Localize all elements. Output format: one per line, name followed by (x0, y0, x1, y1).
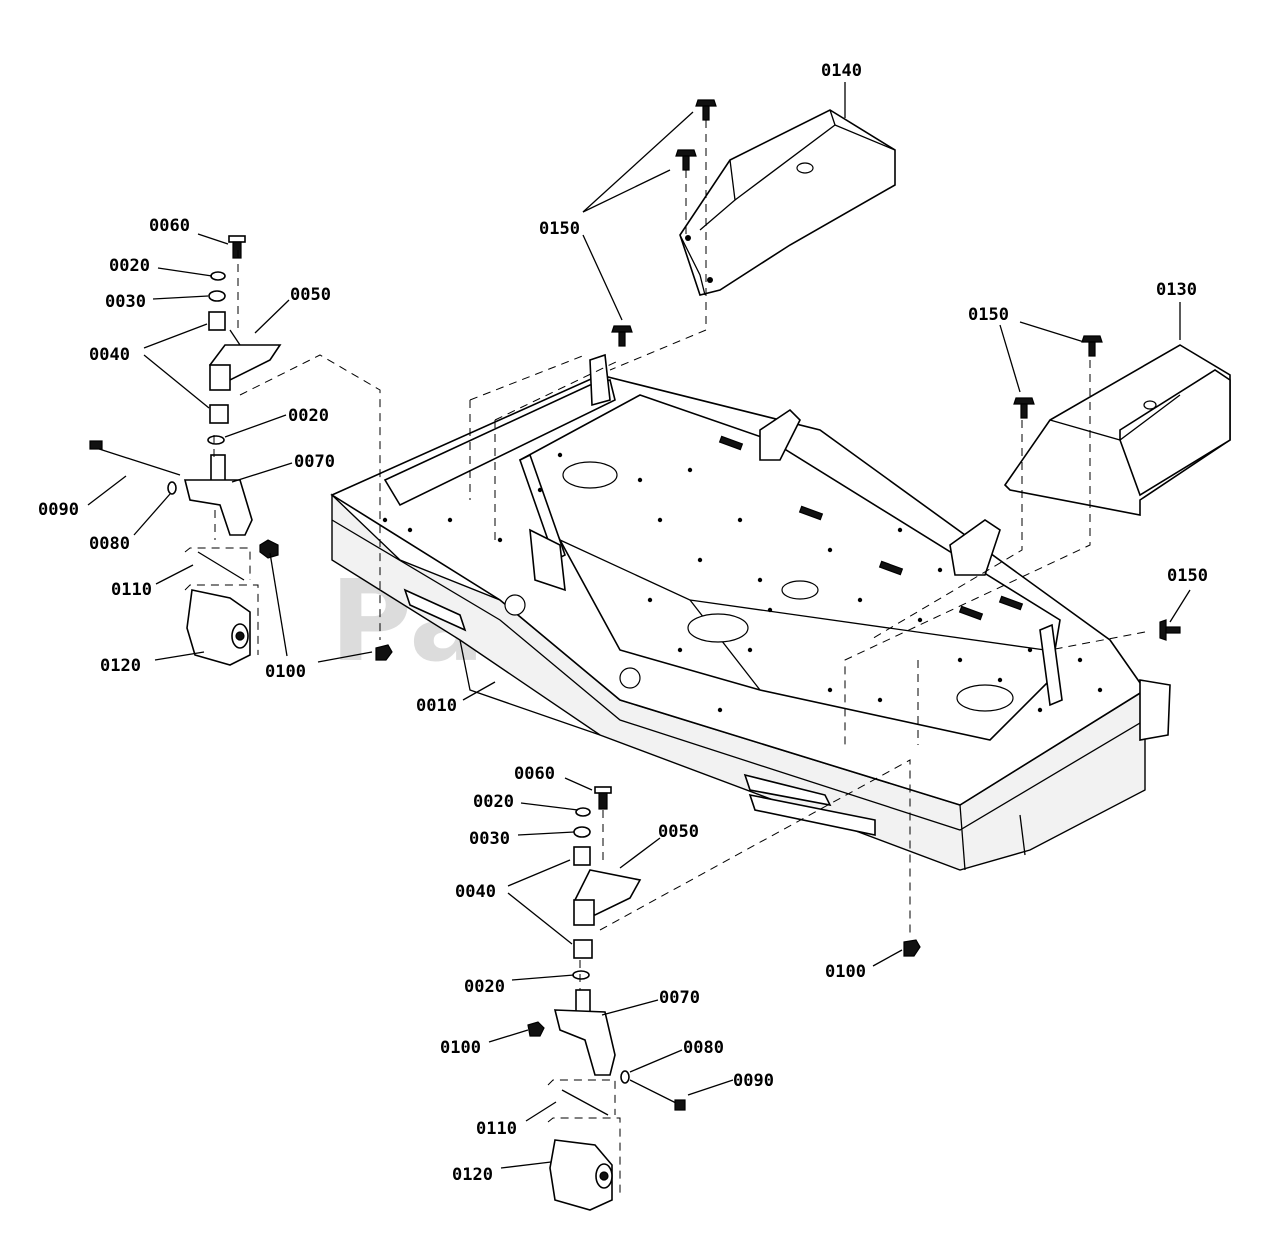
label-0120: 0120 (100, 656, 141, 676)
label-0110: 0110 (111, 580, 152, 600)
label-0030: 0030 (105, 292, 146, 312)
label-0050: 0050 (290, 285, 331, 305)
label-0020: 0020 (473, 792, 514, 812)
bolt-0150-group (611, 99, 1181, 641)
nut-icon (375, 644, 393, 661)
label-0090: 0090 (38, 500, 79, 520)
label-0040: 0040 (89, 345, 130, 365)
label-0020: 0020 (464, 977, 505, 997)
bolt-icon (611, 325, 633, 347)
label-0130: 0130 (1156, 280, 1197, 300)
bolt-icon (675, 149, 697, 171)
nut-icon (903, 939, 921, 957)
bolt-icon (1013, 397, 1035, 419)
bolt-icon (695, 99, 717, 121)
assembly-dashed-lines (184, 120, 1146, 1195)
label-0150: 0150 (1167, 566, 1208, 586)
leader-lines (87, 82, 1191, 1169)
label-0140: 0140 (821, 61, 862, 81)
label-0030: 0030 (469, 829, 510, 849)
label-0050: 0050 (658, 822, 699, 842)
label-0100: 0100 (440, 1038, 481, 1058)
label-0020: 0020 (288, 406, 329, 426)
nut-0100-group (375, 644, 921, 957)
label-0080: 0080 (683, 1038, 724, 1058)
label-0070: 0070 (294, 452, 335, 472)
label-0010: 0010 (416, 696, 457, 716)
bolt-icon (1081, 335, 1103, 357)
left-caster-assembly (89, 235, 282, 666)
label-0080: 0080 (89, 534, 130, 554)
label-0090: 0090 (733, 1071, 774, 1091)
label-0070: 0070 (659, 988, 700, 1008)
mower-deck (330, 353, 1171, 871)
bolt-icon (228, 235, 246, 259)
label-0060: 0060 (149, 216, 190, 236)
label-0120: 0120 (452, 1165, 493, 1185)
callout-labels: 0140 0150 0060 0020 0030 0050 0040 0020 … (38, 61, 1208, 1185)
label-0020: 0020 (109, 256, 150, 276)
label-0100: 0100 (825, 962, 866, 982)
bottom-caster-assembly (527, 786, 686, 1211)
deflector-shield (1003, 344, 1231, 516)
bolt-icon (1159, 619, 1181, 641)
label-0040: 0040 (455, 882, 496, 902)
bolt-icon (594, 786, 612, 810)
discharge-chute (679, 109, 896, 296)
label-0110: 0110 (476, 1119, 517, 1139)
label-0100: 0100 (265, 662, 306, 682)
label-0150: 0150 (539, 219, 580, 239)
label-0060: 0060 (514, 764, 555, 784)
label-0150: 0150 (968, 305, 1009, 325)
